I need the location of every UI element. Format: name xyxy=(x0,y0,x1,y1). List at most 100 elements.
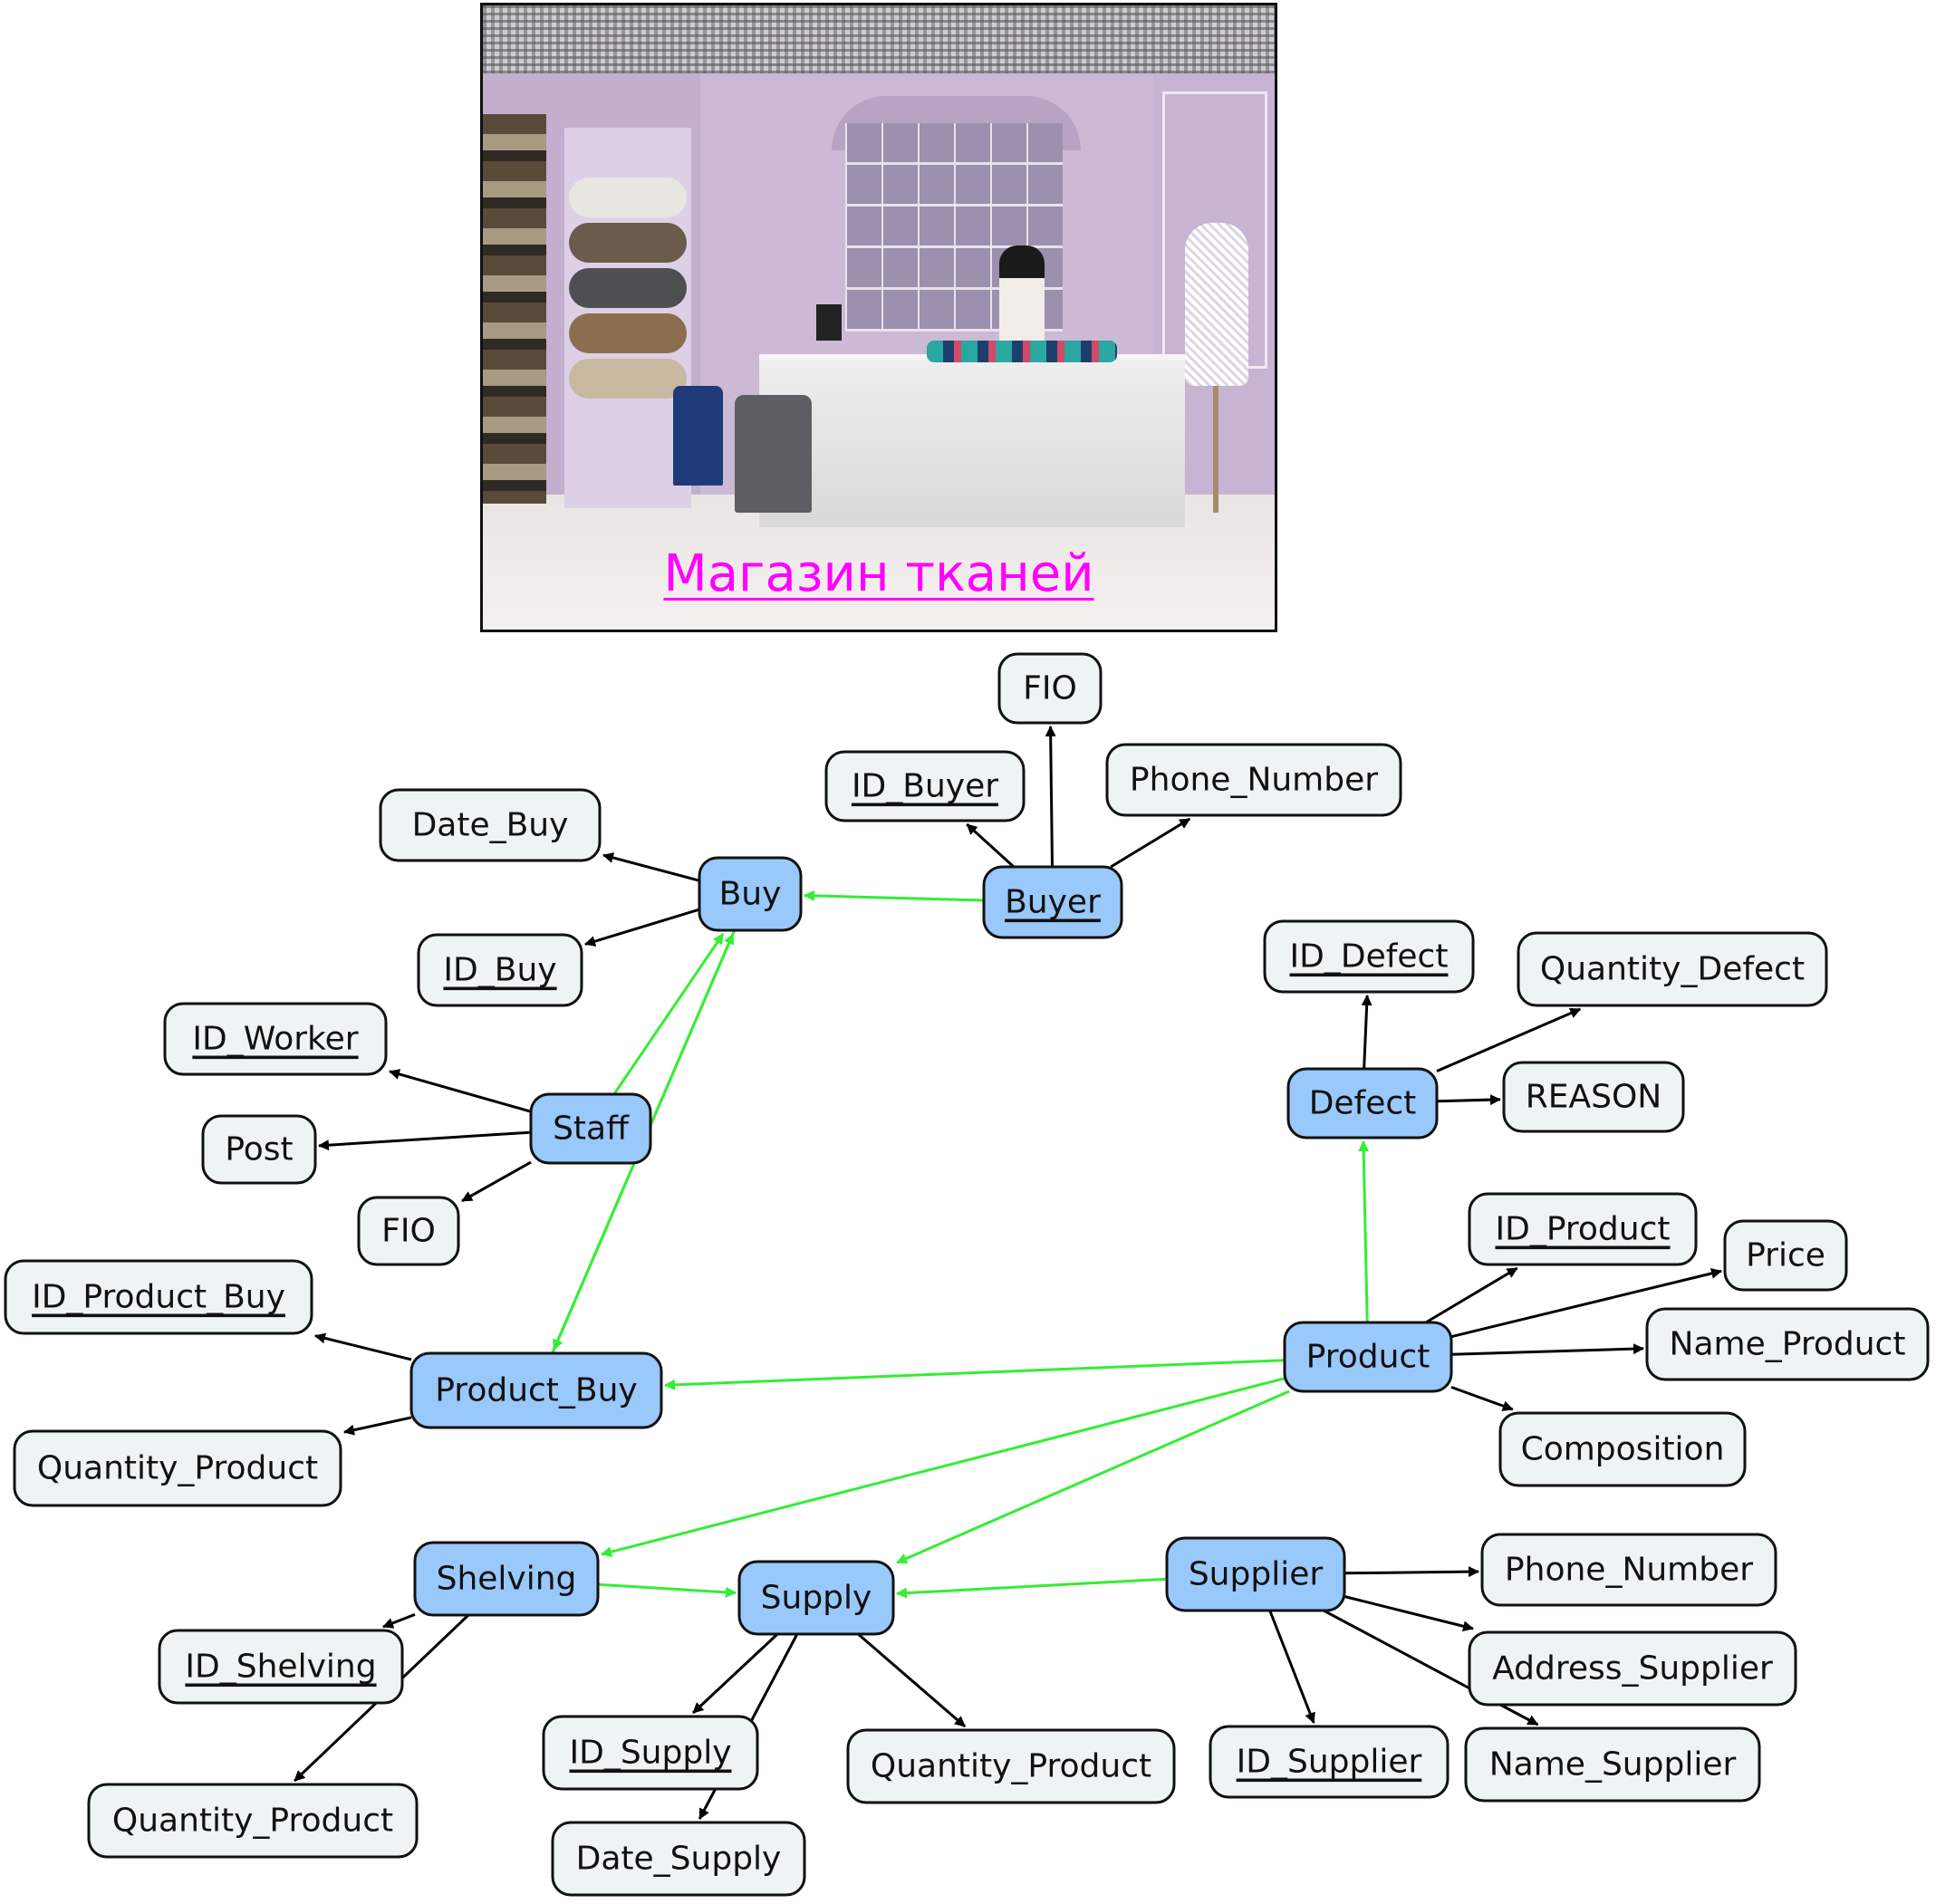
attribute-node-id-buy[interactable]: ID_Buy xyxy=(417,933,583,1007)
node-box xyxy=(413,1541,600,1617)
attribute-edge-supplier-to-address_supplier xyxy=(1344,1595,1474,1632)
node-label: Phone_Number xyxy=(1505,1552,1753,1589)
attribute-node-name-supplier[interactable]: Name_Supplier xyxy=(1464,1726,1761,1803)
node-box xyxy=(1480,1533,1777,1607)
entity-node-supply[interactable]: Supply xyxy=(737,1560,895,1636)
node-box xyxy=(982,865,1123,939)
attribute-node-address-supplier[interactable]: Address_Supplier xyxy=(1468,1630,1797,1707)
relation-edge-shelving-to-supply xyxy=(597,1582,737,1598)
node-label: Name_Product xyxy=(1670,1326,1906,1363)
node-label: Composition xyxy=(1521,1431,1725,1468)
entity-node-buy[interactable]: Buy xyxy=(698,856,803,932)
attribute-node-composition[interactable]: Composition xyxy=(1498,1411,1747,1487)
node-box xyxy=(737,1560,895,1636)
node-label: Supply xyxy=(761,1580,872,1617)
entity-node-buyer[interactable]: Buyer xyxy=(982,865,1123,939)
photo-fabric-on-counter xyxy=(927,341,1117,362)
attribute-edge-buyer-to-fio_buyer xyxy=(1045,726,1056,868)
relation-edge-supplier-to-supply xyxy=(896,1577,1168,1599)
attribute-node-reason[interactable]: REASON xyxy=(1502,1061,1685,1133)
attribute-node-quantity-product-shelving[interactable]: Quantity_Product xyxy=(87,1783,419,1859)
attribute-node-quantity-defect[interactable]: Quantity_Defect xyxy=(1517,931,1828,1007)
photo-caption-link[interactable]: Магазин тканей xyxy=(663,544,1094,603)
attribute-node-fio-buyer[interactable]: FIO xyxy=(997,652,1103,725)
node-label: ID_Shelving xyxy=(185,1649,376,1686)
attribute-node-post[interactable]: Post xyxy=(201,1114,317,1185)
attribute-node-date-supply[interactable]: Date_Supply xyxy=(551,1821,806,1897)
node-label: ID_Product_Buy xyxy=(32,1279,285,1316)
attribute-node-id-product-buy[interactable]: ID_Product_Buy xyxy=(4,1259,313,1335)
node-box xyxy=(529,1092,652,1165)
node-box xyxy=(1165,1536,1346,1612)
node-box xyxy=(846,1728,1176,1804)
attribute-node-id-defect[interactable]: ID_Defect xyxy=(1263,919,1475,994)
attribute-node-price[interactable]: Price xyxy=(1723,1219,1848,1292)
photo-fabric-roll xyxy=(569,313,687,353)
attribute-edge-staff-to-id_worker xyxy=(389,1069,532,1113)
attribute-edge-supplier-to-phone_supplier xyxy=(1344,1566,1479,1578)
photo-fabric-roll xyxy=(569,268,687,308)
node-box xyxy=(1723,1219,1848,1292)
attribute-edge-product-to-composition xyxy=(1450,1385,1514,1411)
attribute-node-id-shelving[interactable]: ID_Shelving xyxy=(158,1629,404,1705)
node-box xyxy=(1283,1321,1453,1393)
photo-mannequin xyxy=(1185,223,1248,386)
attribute-edge-buy-to-id_buy xyxy=(584,908,700,947)
node-box xyxy=(1468,1192,1698,1266)
attribute-node-id-supplier[interactable]: ID_Supplier xyxy=(1209,1725,1450,1799)
node-label: Phone_Number xyxy=(1130,762,1378,799)
relation-edge-product-to-defect xyxy=(1358,1140,1370,1323)
attribute-node-quantity-product-pb[interactable]: Quantity_Product xyxy=(13,1429,342,1507)
node-box xyxy=(379,788,602,862)
node-label: Quantity_Product xyxy=(112,1803,393,1840)
attribute-edge-product_buy-to-id_product_buy xyxy=(314,1332,412,1361)
entity-node-staff[interactable]: Staff xyxy=(529,1092,652,1165)
photo-chair xyxy=(673,386,723,486)
attribute-node-id-buyer[interactable]: ID_Buyer xyxy=(824,750,1026,822)
node-box xyxy=(1105,743,1402,817)
attribute-node-phone-buyer[interactable]: Phone_Number xyxy=(1105,743,1402,817)
attribute-edge-defect-to-reason xyxy=(1436,1094,1501,1106)
node-label: Product_Buy xyxy=(435,1372,638,1409)
entity-node-shelving[interactable]: Shelving xyxy=(413,1541,600,1617)
attribute-node-name-product[interactable]: Name_Product xyxy=(1645,1307,1930,1381)
entity-node-product-buy[interactable]: Product_Buy xyxy=(409,1351,663,1429)
node-label: Buyer xyxy=(1005,884,1101,921)
node-box xyxy=(1468,1630,1797,1707)
photo-monitor xyxy=(816,304,842,341)
entity-node-supplier[interactable]: Supplier xyxy=(1165,1536,1346,1612)
node-label: REASON xyxy=(1526,1079,1662,1116)
node-box xyxy=(824,750,1026,822)
attribute-node-quantity-product-supply[interactable]: Quantity_Product xyxy=(846,1728,1176,1804)
node-label: Staff xyxy=(553,1111,630,1148)
node-box xyxy=(201,1114,317,1185)
attribute-node-date-buy[interactable]: Date_Buy xyxy=(379,788,602,862)
node-label: Post xyxy=(225,1131,293,1168)
entity-node-defect[interactable]: Defect xyxy=(1286,1067,1439,1140)
node-label: Buy xyxy=(719,876,782,913)
node-box xyxy=(1498,1411,1747,1487)
attribute-edge-buy-to-date_buy xyxy=(602,852,700,882)
node-label: Defect xyxy=(1309,1085,1417,1122)
attribute-edge-supplier-to-id_supplier xyxy=(1268,1610,1315,1724)
attribute-node-id-supply[interactable]: ID_Supply xyxy=(542,1715,759,1791)
attribute-edge-defect-to-id_defect xyxy=(1361,995,1373,1070)
photo-shop-assistant xyxy=(999,245,1045,354)
node-label: Name_Supplier xyxy=(1489,1746,1737,1784)
attribute-node-id-product[interactable]: ID_Product xyxy=(1468,1192,1698,1266)
relation-edge-product-to-product_buy xyxy=(664,1359,1286,1390)
node-label: ID_Worker xyxy=(192,1021,358,1058)
attribute-node-phone-supplier[interactable]: Phone_Number xyxy=(1480,1533,1777,1607)
entity-node-product[interactable]: Product xyxy=(1283,1321,1453,1393)
photo-fabric-roll xyxy=(569,223,687,263)
attribute-node-fio-staff[interactable]: FIO xyxy=(357,1196,460,1266)
attribute-edge-product_buy-to-quantity_product_pb xyxy=(343,1416,412,1436)
node-box xyxy=(13,1429,342,1507)
relation-edge-buyer-to-buy xyxy=(804,889,985,902)
attribute-node-id-worker[interactable]: ID_Worker xyxy=(163,1002,388,1076)
node-box xyxy=(1645,1307,1930,1381)
relation-edge-product-to-supply xyxy=(896,1390,1290,1564)
attribute-edge-staff-to-post xyxy=(318,1130,532,1151)
